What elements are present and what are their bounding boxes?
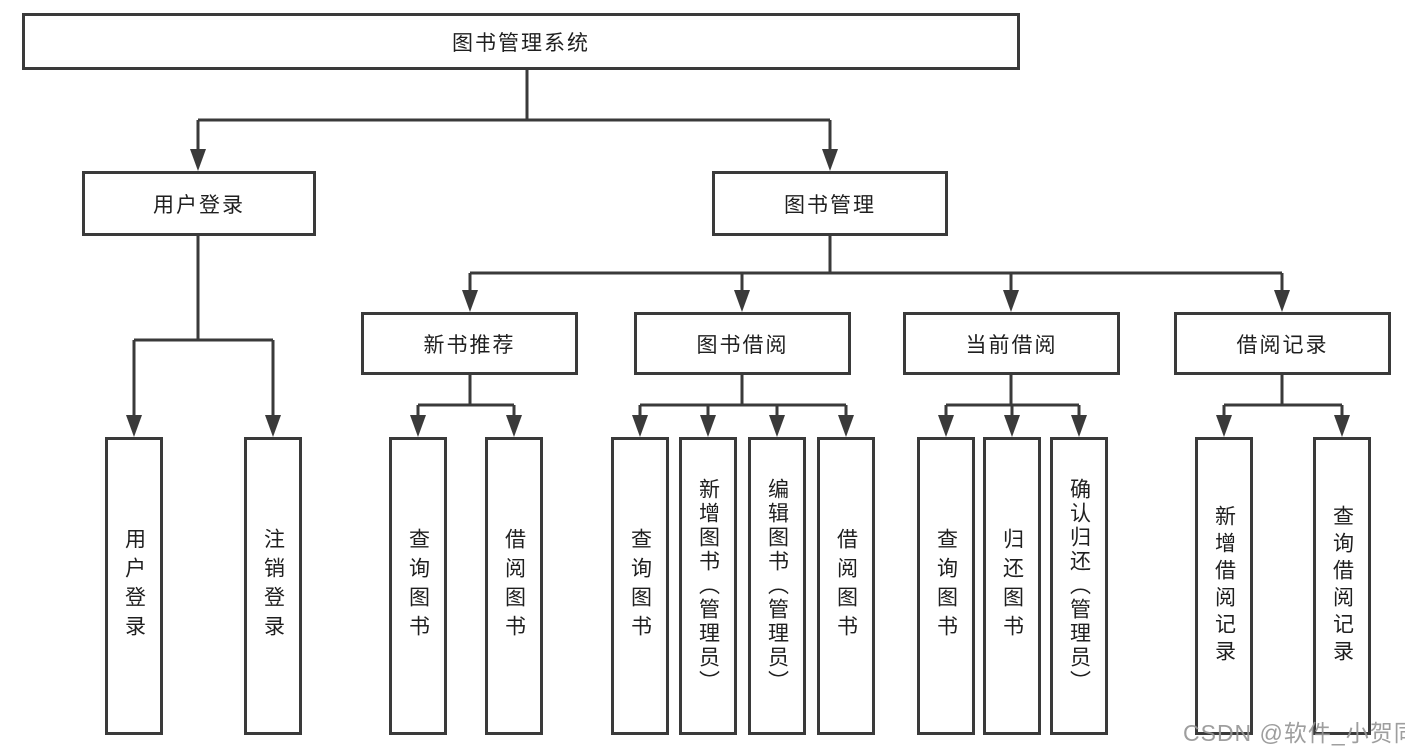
node-book-borrowing: 图书借阅 bbox=[634, 312, 851, 375]
node-borrowing-records: 借阅记录 bbox=[1174, 312, 1391, 375]
leaf-current-return-books: 归还图书 bbox=[983, 437, 1041, 735]
leaf-borrow-add-books-admin: 新增图书（管理员） bbox=[679, 437, 737, 735]
leaf-current-confirm-return-admin: 确认归还（管理员） bbox=[1050, 437, 1108, 735]
leaf-recommend-borrow-books: 借阅图书 bbox=[485, 437, 543, 735]
node-new-book-recommend: 新书推荐 bbox=[361, 312, 578, 375]
csdn-watermark: CSDN @软件_小贺同学 bbox=[1183, 720, 1405, 746]
leaf-records-add-record: 新增借阅记录 bbox=[1195, 437, 1253, 735]
node-root-system: 图书管理系统 bbox=[22, 13, 1020, 70]
leaf-borrow-borrow-books: 借阅图书 bbox=[817, 437, 875, 735]
leaf-borrow-query-books: 查询图书 bbox=[611, 437, 669, 735]
leaf-recommend-query-books: 查询图书 bbox=[389, 437, 447, 735]
leaf-user-login: 用户登录 bbox=[105, 437, 163, 735]
leaf-current-query-books: 查询图书 bbox=[917, 437, 975, 735]
leaf-borrow-edit-books-admin: 编辑图书（管理员） bbox=[748, 437, 806, 735]
node-current-borrowing: 当前借阅 bbox=[903, 312, 1120, 375]
leaf-logout: 注销登录 bbox=[244, 437, 302, 735]
node-user-login-branch: 用户登录 bbox=[82, 171, 316, 236]
node-book-management-branch: 图书管理 bbox=[712, 171, 948, 236]
leaf-records-query-record: 查询借阅记录 bbox=[1313, 437, 1371, 735]
